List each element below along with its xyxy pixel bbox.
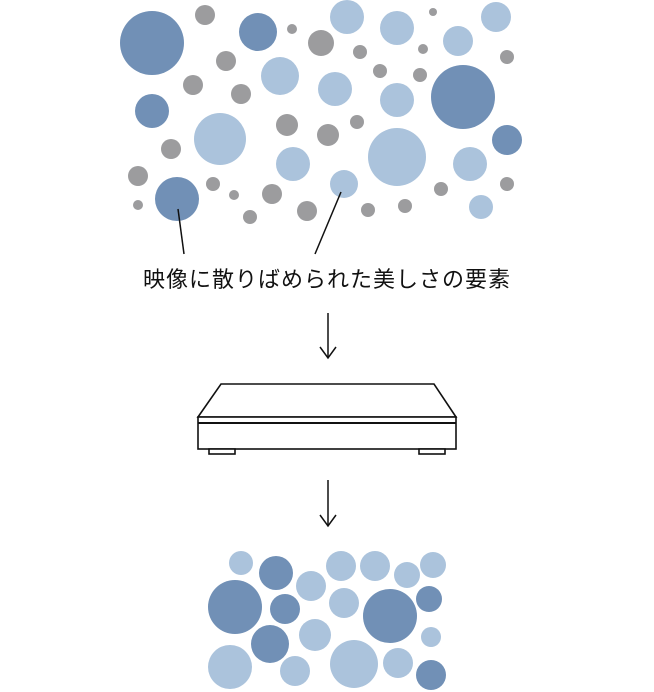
dark-blue-circle: [251, 625, 289, 663]
dark-blue-circle: [135, 94, 169, 128]
light-blue-circle: [280, 656, 310, 686]
dark-blue-circle: [416, 586, 442, 612]
gray-circle: [276, 114, 298, 136]
gray-circle: [195, 5, 215, 25]
light-blue-circle: [421, 627, 441, 647]
light-blue-circle: [276, 147, 310, 181]
light-blue-circle: [330, 170, 358, 198]
dark-blue-circle: [431, 65, 495, 129]
light-blue-circle: [420, 552, 446, 578]
light-blue-circle: [481, 2, 511, 32]
gray-circle: [262, 184, 282, 204]
device-foot-right: [418, 448, 446, 455]
light-blue-circle: [380, 83, 414, 117]
gray-circle: [133, 200, 143, 210]
light-blue-circle: [208, 645, 252, 689]
gray-circle: [206, 177, 220, 191]
dark-blue-circle: [208, 580, 262, 634]
light-blue-circle: [469, 195, 493, 219]
gray-circle: [353, 45, 367, 59]
light-blue-circle: [380, 11, 414, 45]
light-blue-circle: [329, 588, 359, 618]
light-blue-circle: [261, 57, 299, 95]
light-blue-circle: [229, 551, 253, 575]
dark-blue-circle: [416, 660, 446, 690]
refined-elements-cluster: [208, 551, 446, 690]
dark-blue-circle: [155, 177, 199, 221]
gray-circle: [317, 124, 339, 146]
gray-circle: [183, 75, 203, 95]
light-blue-circle: [453, 147, 487, 181]
gray-circle: [398, 199, 412, 213]
pointer-line-left: [177, 208, 185, 255]
pointer-lines: [177, 191, 342, 255]
gray-circle: [243, 210, 257, 224]
gray-circle: [429, 8, 437, 16]
dark-blue-circle: [259, 556, 293, 590]
light-blue-circle: [299, 619, 331, 651]
gray-circle: [287, 24, 297, 34]
gray-circle: [361, 203, 375, 217]
light-blue-circle: [443, 26, 473, 56]
light-blue-circle: [194, 113, 246, 165]
arrow-down-icon: [319, 313, 337, 360]
dark-blue-circle: [492, 125, 522, 155]
arrow-down-icon: [319, 480, 337, 528]
light-blue-circle: [394, 562, 420, 588]
light-blue-circle: [330, 640, 378, 688]
dark-blue-circle: [120, 11, 184, 75]
dark-blue-circle: [363, 589, 417, 643]
dark-blue-circle: [239, 13, 277, 51]
gray-circle: [500, 177, 514, 191]
light-blue-circle: [296, 571, 326, 601]
gray-circle: [418, 44, 428, 54]
caption-text: 映像に散りばめられた美しさの要素: [142, 268, 511, 293]
light-blue-circle: [330, 0, 364, 34]
light-blue-circle: [360, 551, 390, 581]
gray-circle: [231, 84, 251, 104]
gray-circle: [216, 51, 236, 71]
gray-circle: [161, 139, 181, 159]
gray-circle: [413, 68, 427, 82]
scattered-elements-cluster: [120, 0, 522, 224]
light-blue-circle: [318, 72, 352, 106]
gray-circle: [373, 64, 387, 78]
gray-circle: [350, 115, 364, 129]
light-blue-circle: [368, 128, 426, 186]
gray-circle: [308, 30, 334, 56]
pointer-line-right: [314, 191, 342, 255]
gray-circle: [128, 166, 148, 186]
light-blue-circle: [326, 551, 356, 581]
gray-circle: [500, 50, 514, 64]
device-foot-left: [208, 448, 236, 455]
gray-circle: [229, 190, 239, 200]
device-icon: [196, 383, 458, 455]
light-blue-circle: [383, 648, 413, 678]
gray-circle: [297, 201, 317, 221]
dark-blue-circle: [270, 594, 300, 624]
gray-circle: [434, 182, 448, 196]
